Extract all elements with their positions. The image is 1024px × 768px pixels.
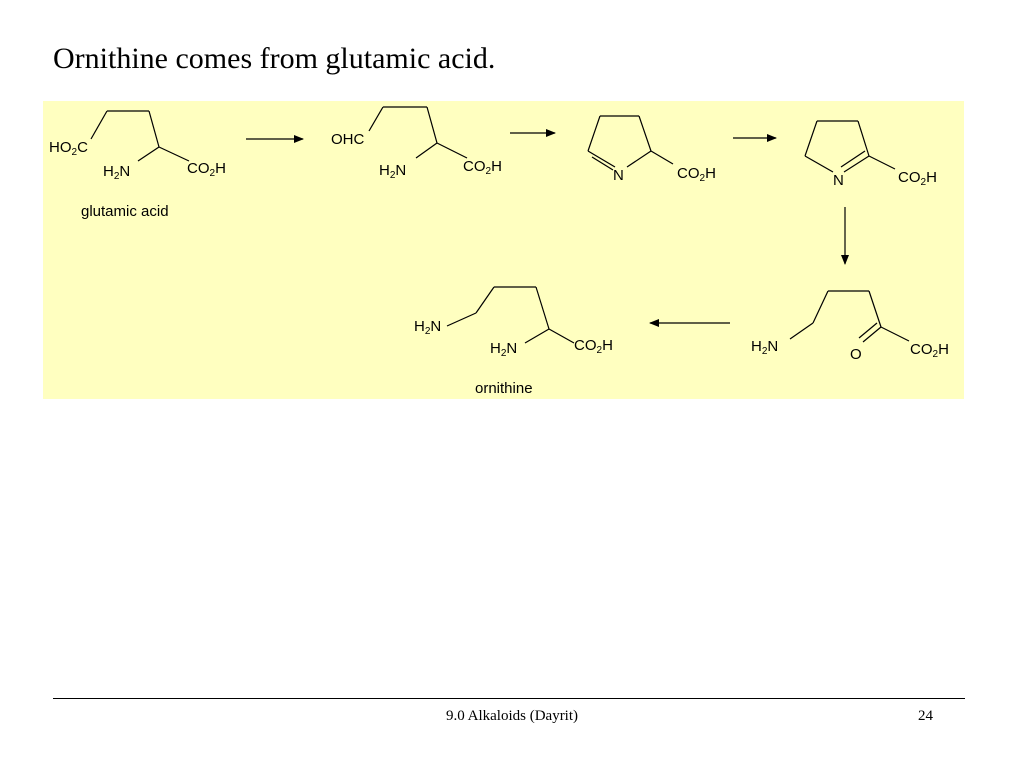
aldehyde-acid-label: CO2H: [463, 158, 502, 177]
compound-isomeric-imine: [804, 120, 896, 173]
compound-keto-acid: [789, 290, 910, 343]
cyclic-imine-nitrogen-label: N: [613, 167, 624, 184]
glutamic-acid-label: CO2H: [187, 160, 226, 179]
footer-divider: [53, 698, 965, 699]
compound-glutamic-acid: [90, 110, 190, 162]
reaction-scheme: HO2C H2N CO2H glutamic acid OHC H2N CO2H…: [43, 101, 964, 399]
ornithine-amine-label: H2N: [490, 340, 517, 359]
compound-name-glutamic-acid: glutamic acid: [81, 203, 169, 220]
compound-name-ornithine: ornithine: [475, 380, 533, 397]
glutamic-left-group-label: HO2C: [49, 139, 88, 158]
compound-aldehyde: [368, 106, 468, 159]
slide-title: Ornithine comes from glutamic acid.: [53, 42, 496, 75]
aldehyde-left-group-label: OHC: [331, 131, 365, 148]
keto-acid-label: CO2H: [910, 341, 949, 360]
footer-title: 9.0 Alkaloids (Dayrit): [445, 708, 579, 724]
ornithine-acid-label: CO2H: [574, 337, 613, 356]
glutamic-amine-label: H2N: [103, 163, 130, 182]
keto-amine-label: H2N: [751, 338, 778, 357]
cyclic-imine-acid-label: CO2H: [677, 165, 716, 184]
page-number: 24: [918, 708, 933, 724]
aldehyde-amine-label: H2N: [379, 162, 406, 181]
reaction-scheme-drawing: HO2C H2N CO2H glutamic acid OHC H2N CO2H…: [49, 106, 949, 397]
compound-ornithine: [446, 286, 575, 344]
compound-cyclic-imine: [587, 115, 674, 171]
ornithine-side-amine-label: H2N: [414, 318, 441, 337]
isomeric-imine-acid-label: CO2H: [898, 169, 937, 188]
keto-oxygen-label: O: [850, 346, 862, 363]
isomeric-imine-nitrogen-label: N: [833, 172, 844, 189]
